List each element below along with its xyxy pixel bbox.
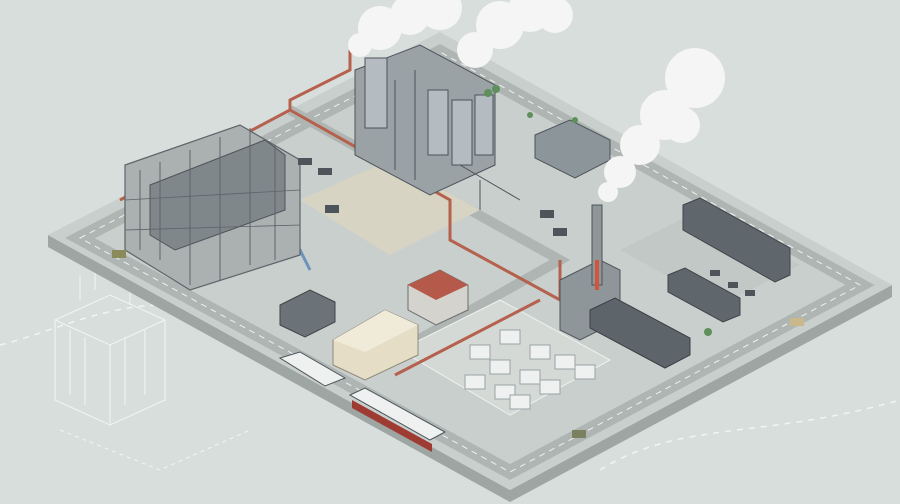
boiler-building — [589, 297, 691, 369]
container-block — [682, 197, 791, 283]
grey-building — [279, 289, 336, 338]
parking-yard — [300, 160, 480, 255]
silo — [364, 57, 388, 129]
red-roof-building — [407, 269, 469, 326]
cream-warehouse — [332, 309, 419, 381]
smoke-clouds — [348, 0, 725, 202]
processing-tower-complex — [354, 44, 521, 210]
dashed-path-right — [599, 399, 900, 471]
dashed-path-left — [0, 303, 191, 346]
train — [278, 351, 447, 452]
tank-grid — [464, 329, 596, 410]
silo — [427, 89, 449, 156]
vehicles — [112, 158, 804, 438]
long-shed — [667, 267, 741, 323]
storage-yard — [620, 210, 800, 305]
silo — [474, 94, 494, 156]
silo — [451, 99, 473, 166]
